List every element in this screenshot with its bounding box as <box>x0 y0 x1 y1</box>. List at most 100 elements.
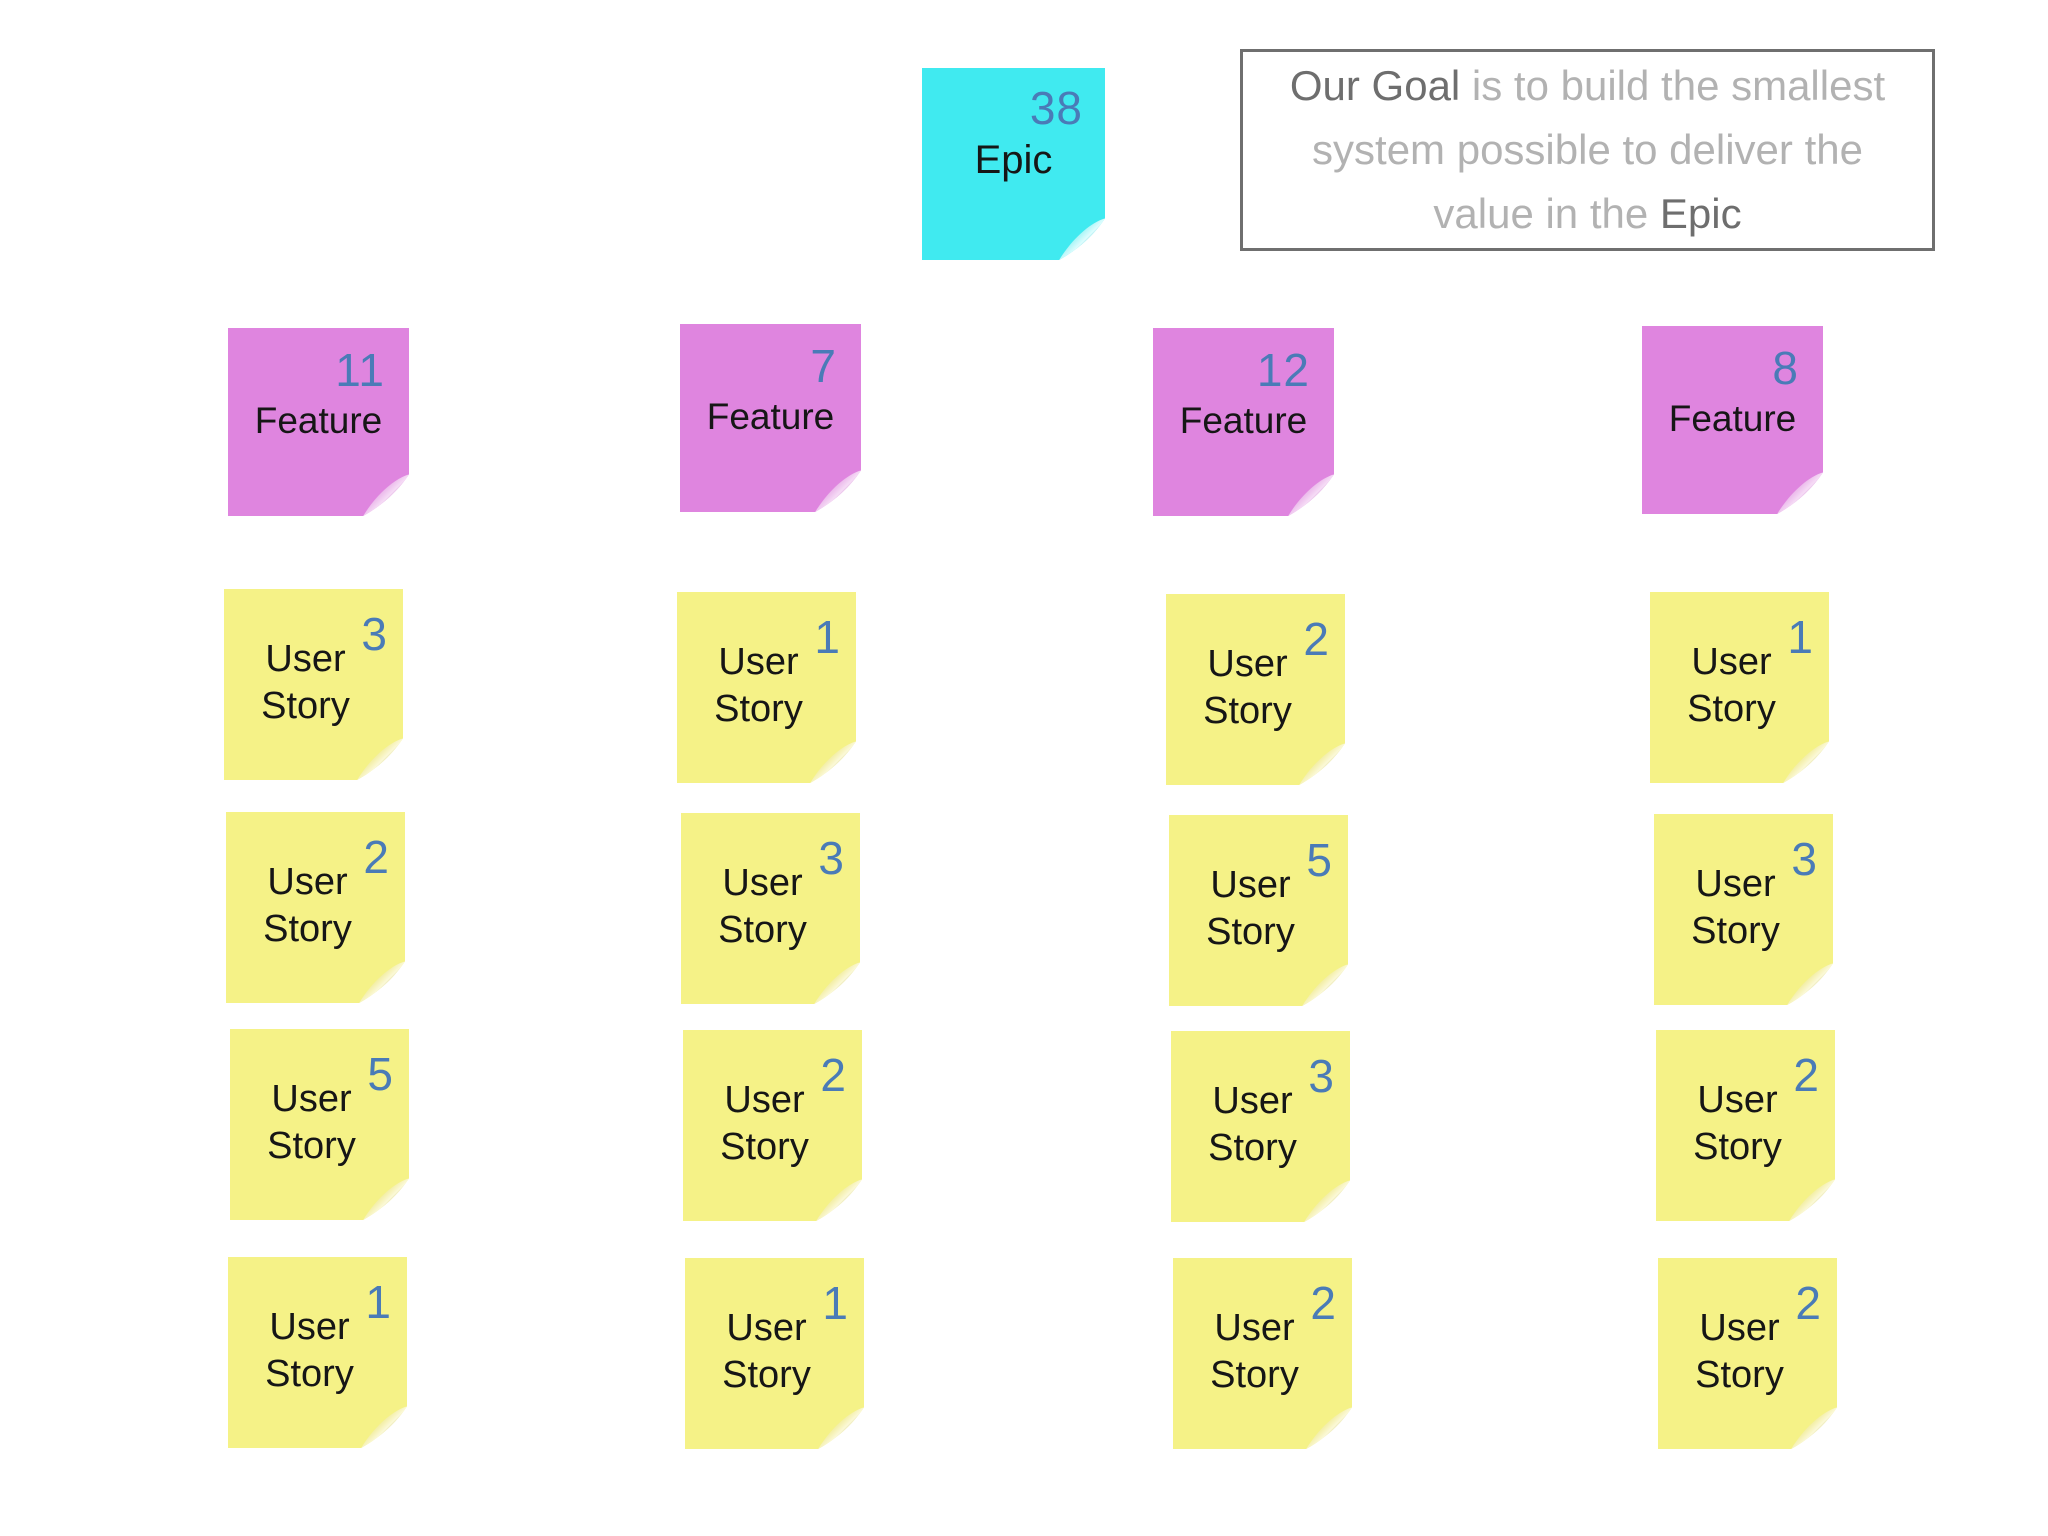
page-curl-icon <box>363 1178 409 1220</box>
page-curl-icon <box>1306 1407 1352 1449</box>
user-story-label-line2: Story <box>1206 911 1295 953</box>
page-curl-icon <box>1791 1407 1837 1449</box>
page-curl-icon <box>361 1406 407 1448</box>
epic-note: 38 Epic <box>922 68 1105 260</box>
user-story-label-line2: Story <box>267 1125 356 1167</box>
story-points: 1 <box>365 1276 392 1328</box>
user-story-label-line1: User <box>1699 1307 1780 1349</box>
feature-points: 11 <box>335 344 385 396</box>
feature-label: Feature <box>254 400 383 442</box>
user-story-label-line2: Story <box>261 685 350 727</box>
page-curl-icon <box>815 470 861 512</box>
feature-note: 12 Feature <box>1153 328 1334 516</box>
story-points: 1 <box>822 1277 849 1329</box>
story-points: 3 <box>1791 833 1818 885</box>
page-curl-icon <box>816 1179 862 1221</box>
page-curl-icon <box>818 1407 864 1449</box>
feature-points: 12 <box>1256 344 1310 396</box>
page-curl-icon <box>810 741 856 783</box>
epic-label: Epic <box>974 138 1053 182</box>
story-points: 3 <box>818 832 845 884</box>
user-story-label-line2: Story <box>1691 910 1780 952</box>
feature-note: 8 Feature <box>1642 326 1823 514</box>
user-story-label-line2: Story <box>265 1353 354 1395</box>
user-story-label-line1: User <box>724 1079 805 1121</box>
page-curl-icon <box>814 962 860 1004</box>
page-curl-icon <box>1299 743 1345 785</box>
page-curl-icon <box>1304 1180 1350 1222</box>
user-story-label-line1: User <box>1697 1079 1778 1121</box>
feature-label: Feature <box>1668 398 1797 440</box>
page-curl-icon <box>1783 741 1829 783</box>
feature-points: 8 <box>1772 342 1799 394</box>
user-story-label-line2: Story <box>1687 688 1776 730</box>
user-story-label-line2: Story <box>1210 1354 1299 1396</box>
story-points: 3 <box>1308 1050 1335 1102</box>
epic-points: 38 <box>1029 82 1083 134</box>
user-story-label-line1: User <box>1210 864 1291 906</box>
user-story-label-line1: User <box>722 862 803 904</box>
story-points: 2 <box>1795 1277 1822 1329</box>
page-curl-icon <box>1789 1179 1835 1221</box>
page-curl-icon <box>1787 963 1833 1005</box>
feature-note: 11 Feature <box>228 328 409 516</box>
user-story-label-line1: User <box>1695 863 1776 905</box>
page-curl-icon <box>1302 964 1348 1006</box>
story-points: 2 <box>363 831 390 883</box>
user-story-label-line1: User <box>1691 641 1772 683</box>
user-story-label-line1: User <box>271 1078 352 1120</box>
user-story-label-line1: User <box>265 638 346 680</box>
feature-points: 7 <box>810 340 837 392</box>
goal-body-text: is to build the smallest system possible… <box>1312 62 1886 237</box>
user-story-label-line1: User <box>269 1306 350 1348</box>
user-story-label-line1: User <box>726 1307 807 1349</box>
user-story-label-line1: User <box>1207 643 1288 685</box>
page-curl-icon <box>363 474 409 516</box>
user-story-label-line2: Story <box>714 688 803 730</box>
page-curl-icon <box>1059 218 1105 260</box>
user-story-label-line2: Story <box>1203 690 1292 732</box>
story-points: 2 <box>820 1049 847 1101</box>
user-story-label-line2: Story <box>722 1354 811 1396</box>
story-points: 5 <box>1306 834 1333 886</box>
page-curl-icon <box>359 961 405 1003</box>
user-story-label-line2: Story <box>718 909 807 951</box>
goal-box: Our Goal is to build the smallest system… <box>1240 49 1935 251</box>
user-story-label-line2: Story <box>720 1126 809 1168</box>
page-curl-icon <box>1288 474 1334 516</box>
user-story-label-line1: User <box>1212 1080 1293 1122</box>
story-points: 1 <box>1787 611 1814 663</box>
story-points: 2 <box>1310 1277 1337 1329</box>
page-curl-icon <box>1777 472 1823 514</box>
